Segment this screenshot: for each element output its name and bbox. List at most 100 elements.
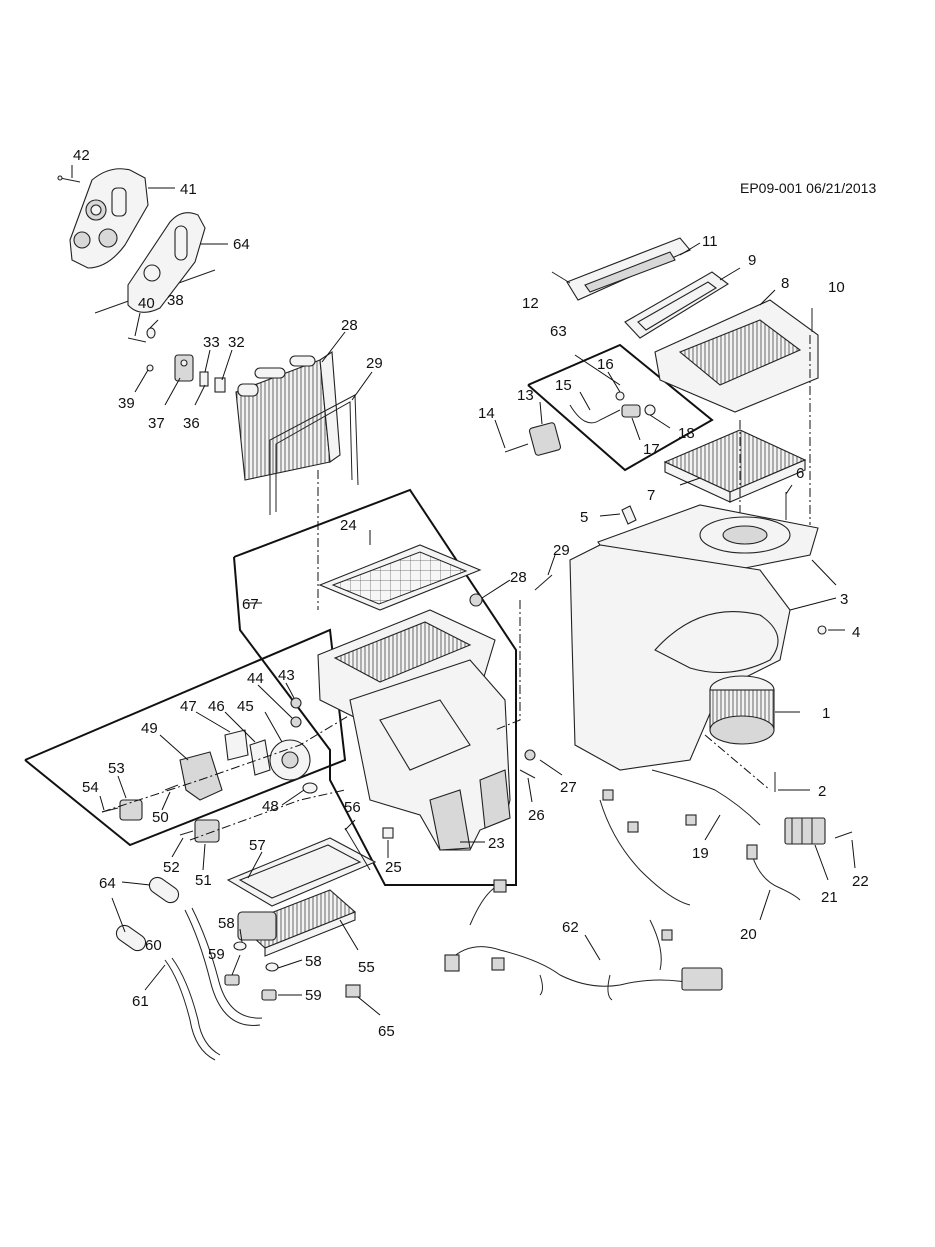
callout-58-lower: 58	[305, 953, 322, 970]
callout-19: 19	[692, 845, 709, 862]
callout-42: 42	[73, 147, 90, 164]
part-56-tray	[344, 827, 371, 871]
diagram-reference-code: EP09-001 06/21/2013	[740, 180, 877, 196]
callout-18: 18	[678, 425, 695, 442]
part-66-60-hoses	[115, 876, 180, 952]
txv-leaders	[134, 312, 373, 406]
part-12-screw	[551, 271, 571, 284]
part-37-expansion-valve	[174, 354, 194, 382]
callout-59-lower: 59	[305, 987, 322, 1004]
callout-46: 46	[208, 698, 225, 715]
callout-12: 12	[522, 295, 539, 312]
parts-43-44-48-fasteners	[101, 697, 318, 836]
center-small-parts	[382, 574, 553, 839]
part-19-harness	[599, 769, 761, 906]
callout-22: 22	[852, 873, 869, 890]
callout-8: 8	[781, 275, 789, 292]
callout-54: 54	[82, 779, 99, 796]
part-45-gear	[269, 739, 311, 781]
upper-right-leaders	[494, 242, 776, 486]
part-8-filter-housing	[654, 299, 819, 413]
part-22-screw	[834, 831, 853, 839]
txv-small-parts	[127, 327, 226, 393]
part-20-sensor-harness	[746, 844, 801, 901]
callout-1: 1	[822, 705, 830, 722]
callout-56: 56	[344, 799, 361, 816]
callout-29: 29	[553, 542, 570, 559]
parts-14-18-linkage	[504, 391, 656, 453]
part-61-tubes	[164, 907, 263, 1061]
wiring-leaders	[704, 814, 856, 921]
callout-6: 6	[796, 465, 804, 482]
callout-34: 32	[228, 334, 245, 351]
part-11-filter-door	[566, 237, 691, 301]
part-51-53-actuators	[119, 799, 220, 843]
callout-43: 43	[278, 667, 295, 684]
part-9-seal-frame	[624, 271, 729, 339]
callout-3: 3	[840, 591, 848, 608]
callout-26: 26	[528, 807, 545, 824]
callout-38: 38	[167, 292, 184, 309]
part-42-stud	[57, 175, 81, 183]
part-65-clip	[345, 984, 361, 998]
callout-11: 11	[702, 233, 718, 250]
callout-20: 20	[740, 926, 757, 943]
callout-4: 4	[852, 624, 860, 641]
callout-13: 13	[517, 387, 534, 404]
part-7-cabin-filter	[663, 429, 807, 503]
callout-40: 40	[138, 295, 155, 312]
part-blower-lower-case	[569, 544, 791, 771]
callout-57: 57	[249, 837, 266, 854]
part-3-blower-upper-case	[597, 504, 819, 569]
part-49-actuator-bracket	[179, 751, 223, 801]
blower-leaders	[599, 484, 845, 791]
part-33-evaporator-seal	[269, 394, 359, 515]
parts-2-4-5-6-fasteners	[621, 492, 827, 792]
callout-60: 60	[145, 937, 162, 954]
callout-41: 41	[180, 181, 197, 198]
callout-55: 55	[358, 959, 375, 976]
callout-17: 17	[643, 441, 660, 458]
callout-14: 14	[478, 405, 495, 422]
callout-50: 50	[152, 809, 169, 826]
callout-49: 49	[141, 720, 158, 737]
callout-67: 67	[242, 596, 259, 613]
callout-44: 44	[247, 670, 264, 687]
dash-line-28	[494, 600, 521, 731]
callout-2: 2	[818, 783, 826, 800]
callout-45: 45	[237, 698, 254, 715]
callout-51: 51	[195, 872, 212, 889]
callout-24: 24	[340, 517, 357, 534]
part-23-hvac-case-lower	[349, 659, 511, 851]
callout-36: 36	[183, 415, 200, 432]
callout-33: 29	[366, 355, 383, 372]
callout-61: 61	[132, 993, 149, 1010]
part-13-actuator	[528, 422, 562, 456]
callout-16: 16	[597, 356, 614, 373]
part-21-resistor	[784, 817, 826, 845]
part-62-main-harness	[444, 879, 723, 1001]
center-leaders	[245, 530, 563, 858]
part-1-blower-motor	[709, 675, 775, 745]
callout-23: 23	[488, 835, 505, 852]
callout-10: 10	[828, 279, 845, 296]
group-67-outline	[233, 488, 517, 886]
callout-5: 5	[580, 509, 588, 526]
part-58-59-orings-clamps	[224, 941, 279, 1001]
callout-28: 28	[510, 569, 527, 586]
part-55-heater-core	[237, 889, 357, 957]
callout-9: 9	[748, 252, 756, 269]
callout-15: 15	[555, 377, 572, 394]
heater-leaders	[111, 819, 381, 1016]
callout-21: 21	[821, 889, 838, 906]
dash-line-actuators	[101, 714, 351, 813]
part-41-cover-plate	[69, 168, 149, 269]
group-63-outline	[527, 343, 714, 472]
actuator-leaders	[99, 682, 305, 871]
callout-64: 64	[233, 236, 250, 253]
callout-37: 37	[148, 415, 165, 432]
callout-53: 53	[108, 760, 125, 777]
part-57-seal	[226, 837, 377, 907]
callout-39: 39	[118, 395, 135, 412]
group-24-68-outline	[24, 628, 347, 847]
